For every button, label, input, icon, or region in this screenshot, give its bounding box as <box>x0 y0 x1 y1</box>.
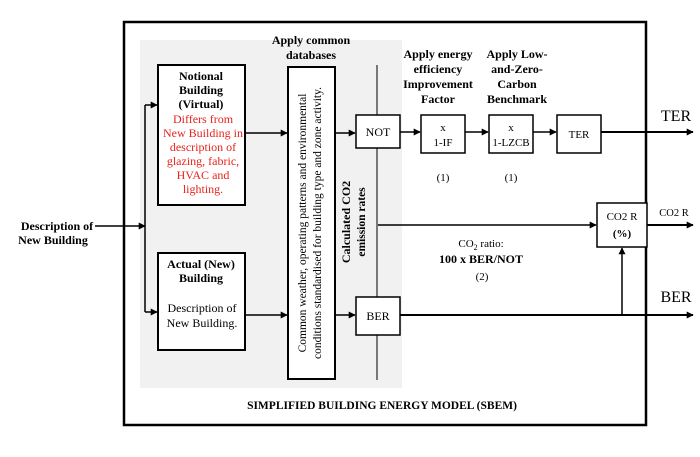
notional-title-3: (Virtual) <box>179 97 224 111</box>
ber-output-label: BER <box>660 289 691 306</box>
databases-vertical-1: Common weather, operating patterns and e… <box>297 94 309 353</box>
notional-differences: Differs from New Building in description… <box>163 112 243 196</box>
actual-desc-2: New Building. <box>167 316 238 330</box>
databases-vertical-2: conditions standardised for building typ… <box>312 87 324 359</box>
energy-header-3: Improvement <box>403 77 473 91</box>
not-label: NOT <box>366 125 391 139</box>
notional-red-6: lighting. <box>183 182 223 196</box>
if-multiply: x <box>440 122 446 134</box>
ber-box <box>355 296 401 336</box>
co2r-box-pct: (%) <box>613 228 632 240</box>
ter-box-label: TER <box>569 129 590 141</box>
lzc-benchmark-box <box>488 114 534 154</box>
actual-title-2: Building <box>179 271 223 285</box>
energy-header-1: Apply energy <box>404 47 473 61</box>
emission-vertical-1: Calculated CO2 <box>339 181 353 263</box>
lzc-header-4: Benchmark <box>487 92 547 106</box>
notional-title-2: Building <box>179 83 223 97</box>
common-databases-box <box>287 66 336 380</box>
sbem-footer: SIMPLIFIED BUILDING ENERGY MODEL (SBEM) <box>247 400 517 412</box>
databases-header-2: databases <box>286 48 336 62</box>
notional-red-2: New Building in <box>163 126 243 140</box>
co2r-box-title: CO2 R <box>607 211 639 223</box>
ber-box-label: BER <box>366 309 389 323</box>
energy-header-2: efficiency <box>414 62 463 76</box>
emission-vertical-text: Calculated CO2 emission rates <box>339 181 368 263</box>
input-label-line2: New Building <box>18 233 88 247</box>
actual-desc-1: Description of <box>168 301 237 315</box>
notional-building-box <box>157 64 246 206</box>
ratio-formula: 100 x BER/NOT <box>439 252 523 266</box>
notional-title-1: Notional <box>179 69 224 83</box>
notional-red-5: HVAC and <box>177 168 230 182</box>
lzc-header-1: Apply Low- <box>486 47 547 61</box>
lzcb-multiply: x <box>508 122 514 134</box>
ter-output-label: TER <box>661 108 692 125</box>
emission-vertical-2: emission rates <box>356 187 368 257</box>
co2r-output-label: CO2 R <box>659 208 688 219</box>
co2-ratio-box <box>596 202 648 248</box>
databases-header-1: Apply common <box>272 33 351 47</box>
if-value: 1-IF <box>434 137 453 149</box>
ter-box <box>556 114 602 154</box>
ratio-note: (2) <box>476 271 489 283</box>
notional-red-3: description of <box>170 140 236 154</box>
actual-building-box <box>157 252 246 351</box>
ratio-label: CO2 ratio: <box>458 238 503 252</box>
improvement-factor-box <box>420 114 466 154</box>
lzc-header-2: and-Zero- <box>491 62 543 76</box>
lzcb-value: 1-LZCB <box>492 137 529 149</box>
notional-red-1: Differs from <box>173 112 234 126</box>
lzcb-note: (1) <box>505 172 518 184</box>
databases-vertical-text: Common weather, operating patterns and e… <box>297 87 324 359</box>
if-note: (1) <box>437 172 450 184</box>
input-label-line1: Description of <box>21 219 94 233</box>
notional-red-4: glazing, fabric, <box>167 154 239 168</box>
lzc-header-3: Carbon <box>497 77 537 91</box>
actual-title-1: Actual (New) <box>167 257 235 271</box>
energy-header-4: Factor <box>421 92 456 106</box>
